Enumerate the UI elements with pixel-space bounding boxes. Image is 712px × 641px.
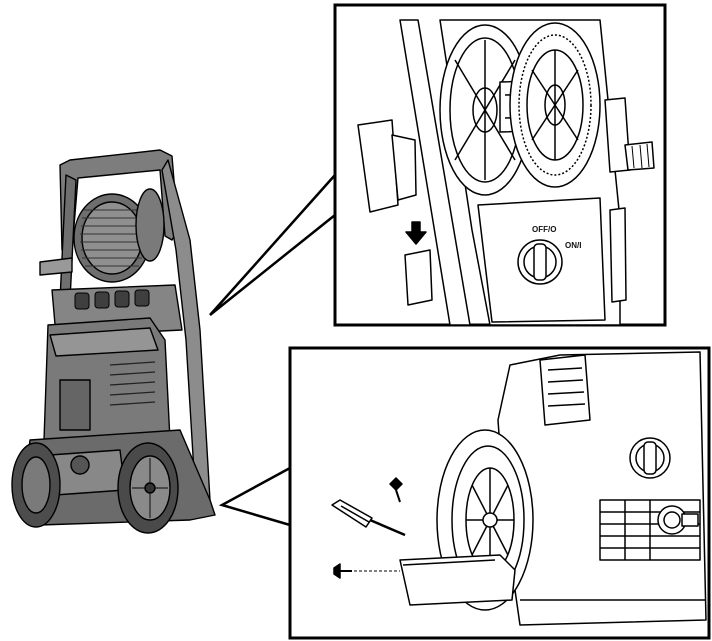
- mounting-screw-icon: [333, 563, 352, 579]
- callout-pointer-top: [209, 174, 336, 316]
- callout-bottom: [288, 346, 711, 640]
- callout-top: OFF/O ON/I: [333, 3, 667, 327]
- callout-pointer-bottom: [218, 466, 291, 527]
- accessory-holder: [399, 554, 516, 606]
- reel-drum-left: [439, 24, 531, 196]
- left-wheel: [11, 442, 61, 528]
- hook-bracket: [357, 119, 399, 213]
- hose-reel: [39, 188, 165, 283]
- vent-slots: [74, 289, 150, 310]
- outlet-nozzle: [657, 505, 699, 535]
- screwdriver-icon: [331, 499, 406, 537]
- bottom-switch: [629, 437, 671, 479]
- screw-icon: [389, 477, 403, 503]
- switch-off-label: OFF/O: [532, 225, 556, 234]
- down-arrow-icon: [405, 221, 427, 245]
- power-switch: [517, 239, 563, 285]
- switch-on-label: ON/I: [565, 241, 581, 250]
- pressure-washer-overview: [11, 149, 216, 534]
- right-wheel: [117, 442, 179, 534]
- reel-drum-right: [509, 22, 601, 188]
